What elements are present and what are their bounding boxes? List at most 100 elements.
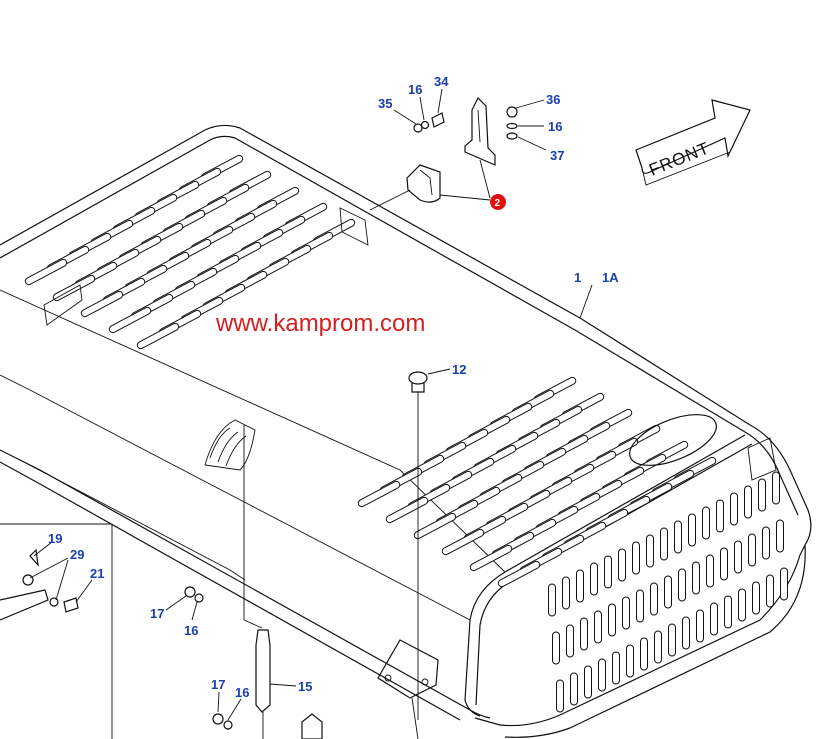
front-label: FRONT <box>646 138 712 179</box>
callout-34: 34 <box>434 74 449 89</box>
vent-slot <box>654 630 662 664</box>
vent-slot <box>744 485 752 519</box>
vent-slot <box>702 506 710 540</box>
vent-slot <box>622 596 630 630</box>
vent-slot <box>552 631 560 665</box>
vent-slot <box>576 569 584 603</box>
leader-lines <box>29 88 593 721</box>
inset-detail <box>0 523 113 739</box>
callout-37: 37 <box>550 148 564 163</box>
vent-slot <box>710 602 718 636</box>
vent-slot <box>660 527 668 561</box>
vent-slot <box>594 610 602 644</box>
vent-slot <box>80 290 124 318</box>
bracket-left <box>43 284 83 326</box>
vent-slot <box>626 644 634 678</box>
vent-slot <box>720 547 728 581</box>
latch-bracket <box>369 164 441 211</box>
nuts-washers-middle <box>184 586 323 739</box>
callout-35: 35 <box>378 96 392 111</box>
vent-slot <box>640 637 648 671</box>
callout-1: 1 <box>574 270 581 285</box>
vent-slots-right <box>357 376 717 588</box>
vent-slot <box>724 595 732 629</box>
vent-slot <box>674 520 682 554</box>
vent-slot <box>612 651 620 685</box>
vent-slot <box>562 576 570 610</box>
bolts-top <box>413 106 518 140</box>
vent-slot <box>580 617 588 651</box>
vent-slot <box>441 528 485 556</box>
vent-slot <box>357 480 401 508</box>
vent-slot <box>566 624 574 658</box>
bracket-top <box>339 207 369 246</box>
callout-15: 15 <box>298 679 312 694</box>
callout-16: 16 <box>184 623 198 638</box>
svg-text:2: 2 <box>495 198 501 209</box>
vent-slot <box>734 540 742 574</box>
gas-strut <box>243 425 271 739</box>
callout-17: 17 <box>211 677 225 692</box>
vent-slot <box>758 478 766 512</box>
vent-slot <box>716 499 724 533</box>
callout-badge-2: 2 <box>490 194 506 210</box>
vent-slot <box>748 533 756 567</box>
vent-slot <box>682 616 690 650</box>
callout-12: 12 <box>452 362 466 377</box>
vent-slot <box>766 574 774 608</box>
callout-16: 16 <box>548 119 562 134</box>
callout-29: 29 <box>70 547 84 562</box>
inspection-plate <box>629 414 717 466</box>
callout-1a: 1A <box>602 270 619 285</box>
vent-slot <box>738 588 746 622</box>
bracket-right-end <box>747 437 777 481</box>
callout-21: 21 <box>90 566 104 581</box>
vent-slot <box>24 258 68 286</box>
vent-slot <box>730 492 738 526</box>
callout-19: 19 <box>48 531 62 546</box>
vent-slot <box>584 665 592 699</box>
vent-slot <box>752 581 760 615</box>
vent-slot <box>590 562 598 596</box>
vent-slot <box>570 672 578 706</box>
vent-slot <box>556 679 564 713</box>
vent-slot <box>385 496 429 524</box>
vent-slot <box>136 322 180 350</box>
vent-slot <box>108 306 152 334</box>
vent-slot <box>632 541 640 575</box>
vent-slot <box>413 512 457 540</box>
vent-slot <box>772 471 780 505</box>
vent-slot <box>548 583 556 617</box>
callout-17: 17 <box>150 606 164 621</box>
vent-slot <box>650 582 658 616</box>
vent-slot <box>780 567 788 601</box>
vent-slots-left <box>24 154 356 350</box>
vent-slot <box>688 513 696 547</box>
vent-slot <box>706 554 714 588</box>
hood-bolt-12 <box>408 371 428 720</box>
callout-16: 16 <box>235 685 249 700</box>
latch-striker <box>464 96 496 166</box>
watermark: www.kamprom.com <box>215 310 425 337</box>
vent-slot <box>696 609 704 643</box>
vent-slot <box>618 548 626 582</box>
lock-plate-bottom <box>377 639 439 739</box>
front-arrow: FRONT <box>635 99 751 186</box>
vent-slot <box>497 560 541 588</box>
callout-numbers: 35 16 34 36 16 37 1 1A 12 19 29 21 17 16… <box>48 74 619 700</box>
vent-slot <box>646 534 654 568</box>
vent-slot <box>776 519 784 553</box>
vent-slot <box>664 575 672 609</box>
vent-slot <box>692 561 700 595</box>
hood-cover <box>0 124 812 738</box>
callout-16: 16 <box>408 82 422 97</box>
vent-slot <box>469 544 513 572</box>
vent-slot <box>636 589 644 623</box>
vent-slot <box>604 555 612 589</box>
vent-slot <box>678 568 686 602</box>
vent-slot <box>668 623 676 657</box>
vent-slots-end <box>548 471 788 713</box>
hood-hinge-bracket <box>204 419 256 471</box>
